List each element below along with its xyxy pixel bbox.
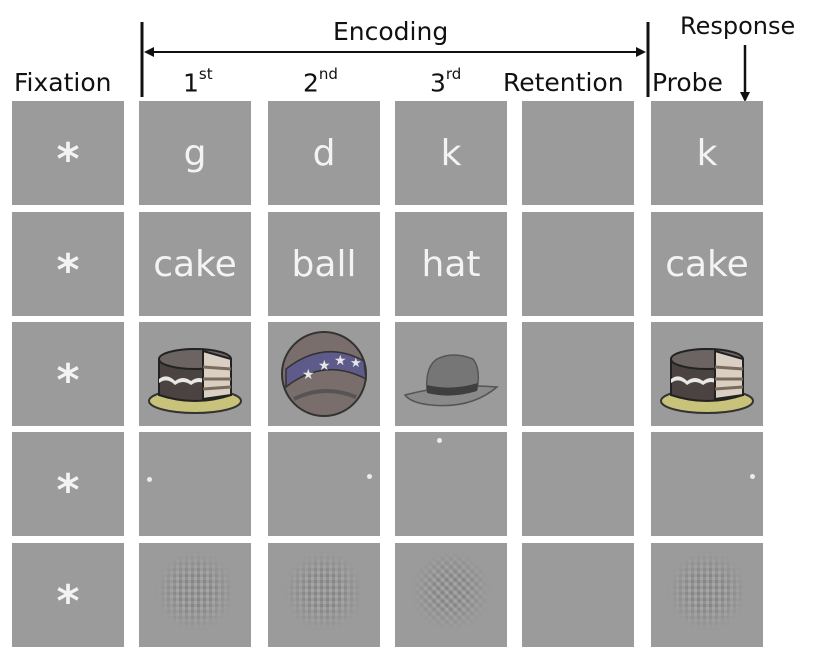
column-label-third: 3rd <box>430 68 461 97</box>
svg-text:★: ★ <box>350 356 362 371</box>
fixation-cell: * <box>12 101 124 205</box>
fixation-cell: * <box>12 543 124 647</box>
letter-cell: d <box>268 101 380 205</box>
fixation-cell: * <box>12 212 124 316</box>
fixation-cell: * <box>12 432 124 536</box>
column-label-fixation: Fixation <box>14 68 112 97</box>
grating-pattern <box>411 551 491 631</box>
location-cell <box>651 432 763 536</box>
grating-pattern <box>284 551 364 631</box>
fixation-cell: * <box>12 322 124 426</box>
letter-cell: k <box>395 101 507 205</box>
column-label-probe: Probe <box>652 68 723 97</box>
location-cell <box>268 432 380 536</box>
column-label-retention: Retention <box>503 68 624 97</box>
word-cell: ball <box>268 212 380 316</box>
location-dot <box>367 474 372 479</box>
texture-cell <box>395 543 507 647</box>
svg-text:★: ★ <box>318 358 331 374</box>
column-label-first: 1st <box>183 68 213 97</box>
cake-picture-cell <box>139 322 251 426</box>
ball-picture-cell: ★ ★ ★ ★ <box>268 322 380 426</box>
location-dot <box>147 477 152 482</box>
word-cell: cake <box>139 212 251 316</box>
location-dot <box>437 438 442 443</box>
location-dot <box>750 474 755 479</box>
column-label-second: 2nd <box>303 68 338 97</box>
word-cell: cake <box>651 212 763 316</box>
texture-cell <box>522 543 634 647</box>
word-cell: hat <box>395 212 507 316</box>
texture-cell <box>139 543 251 647</box>
letter-cell: g <box>139 101 251 205</box>
location-cell <box>522 432 634 536</box>
grating-pattern <box>155 551 235 631</box>
letter-cell <box>522 101 634 205</box>
word-cell <box>522 212 634 316</box>
response-label: Response <box>680 12 795 40</box>
texture-cell <box>651 543 763 647</box>
location-cell <box>139 432 251 536</box>
cake-picture-cell <box>651 322 763 426</box>
empty-cell <box>522 322 634 426</box>
hat-picture-cell <box>395 322 507 426</box>
letter-cell: k <box>651 101 763 205</box>
location-cell <box>395 432 507 536</box>
svg-text:★: ★ <box>334 353 347 369</box>
grating-pattern <box>667 551 747 631</box>
texture-cell <box>268 543 380 647</box>
encoding-label: Encoding <box>333 17 448 46</box>
svg-text:★: ★ <box>302 367 315 383</box>
